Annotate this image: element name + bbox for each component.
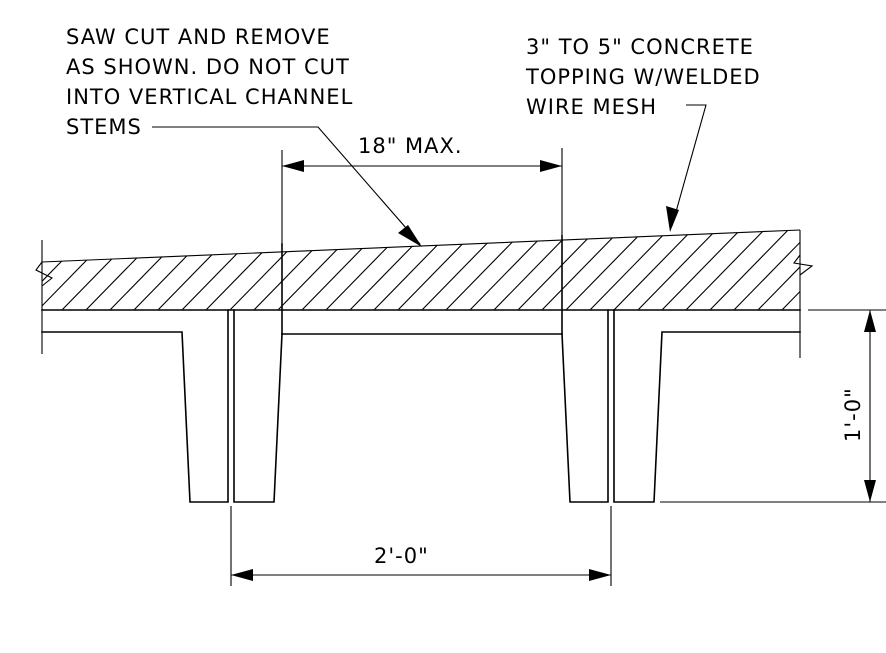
topping-note-line-3: WIRE MESH	[526, 95, 657, 119]
hatch-line	[0, 226, 24, 312]
spacing-arrow-left	[231, 569, 253, 581]
hatch-line	[83, 230, 169, 310]
hatch-line	[852, 226, 886, 312]
hatch-line	[659, 230, 745, 310]
hatch-line	[804, 226, 886, 312]
saw-cut-note-line-2: AS SHOWN. DO NOT CUT	[66, 55, 350, 79]
hatch-line	[467, 230, 553, 310]
right-break-symbol	[793, 254, 814, 276]
hatch-line	[347, 230, 433, 310]
hatch-line	[251, 230, 337, 310]
saw-cut-note-line-4: STEMS	[66, 115, 142, 139]
hatch-line	[443, 230, 529, 310]
hatch-line	[131, 230, 217, 310]
saw-cut-leader	[152, 126, 421, 245]
saw-cut-note-line-1: SAW CUT AND REMOVE	[66, 25, 331, 49]
hatch-line	[42, 230, 49, 310]
depth-arrow-top	[864, 310, 876, 332]
saw-cut-lines	[281, 235, 563, 335]
hatch-line	[59, 230, 145, 310]
hatch-line	[419, 230, 505, 310]
hatch-line	[539, 230, 625, 310]
hatch-line	[635, 230, 721, 310]
stem-spacing-dimension: 2'-0"	[230, 506, 612, 586]
hatch-line	[515, 230, 601, 310]
hatch-line	[828, 226, 886, 312]
topping-note: 3" TO 5" CONCRETE TOPPING W/WELDED WIRE …	[525, 35, 761, 232]
hatch-line	[491, 230, 577, 310]
right-flange-and-stem	[613, 309, 801, 503]
hatch-line	[563, 230, 649, 310]
saw-cut-note: SAW CUT AND REMOVE AS SHOWN. DO NOT CUT …	[66, 25, 422, 247]
left-break-symbol	[35, 261, 54, 287]
hatch-line	[275, 230, 361, 310]
hatch-line	[731, 230, 800, 310]
depth-dimension: 1'-0"	[660, 309, 886, 503]
hatch-line	[779, 230, 800, 310]
hatch-line	[587, 230, 673, 310]
saw-cut-note-line-3: INTO VERTICAL CHANNEL	[66, 85, 353, 109]
left-flange-and-stem	[41, 309, 229, 503]
hatch-line	[42, 230, 73, 310]
topping-leader	[671, 104, 707, 227]
hatch-line	[42, 230, 97, 310]
topping-note-line-1: 3" TO 5" CONCRETE	[526, 35, 754, 59]
spacing-label: 2'-0"	[374, 544, 429, 568]
cut-width-dimension: 18" MAX.	[281, 134, 563, 246]
right-stem-a	[561, 309, 609, 503]
hatch-line	[683, 230, 769, 310]
hatch-line	[155, 230, 241, 310]
hatch-line	[611, 230, 697, 310]
hatch-line	[755, 230, 800, 310]
hatch-line	[707, 230, 793, 310]
topping-hatching	[0, 226, 886, 312]
topping-leader-arrow	[666, 206, 679, 232]
topping-note-line-2: TOPPING W/WELDED	[525, 65, 761, 89]
depth-label: 1'-0"	[841, 387, 865, 442]
hatch-line	[876, 226, 886, 312]
hatch-line	[323, 230, 409, 310]
concrete-topping	[0, 226, 886, 358]
hatch-line	[42, 230, 121, 310]
hatch-line	[299, 230, 385, 310]
hatch-line	[179, 230, 265, 310]
cut-width-arrow-left	[282, 160, 304, 172]
hatch-line	[203, 230, 289, 310]
hatch-line	[107, 230, 193, 310]
hatch-line	[227, 230, 313, 310]
cut-width-arrow-right	[540, 160, 562, 172]
cut-width-label: 18" MAX.	[358, 134, 463, 158]
spacing-arrow-right	[589, 569, 611, 581]
channel-units	[41, 309, 801, 503]
depth-arrow-bottom	[864, 480, 876, 502]
saw-cut-leader-arrow	[398, 225, 422, 247]
left-stem-pair	[233, 309, 283, 503]
